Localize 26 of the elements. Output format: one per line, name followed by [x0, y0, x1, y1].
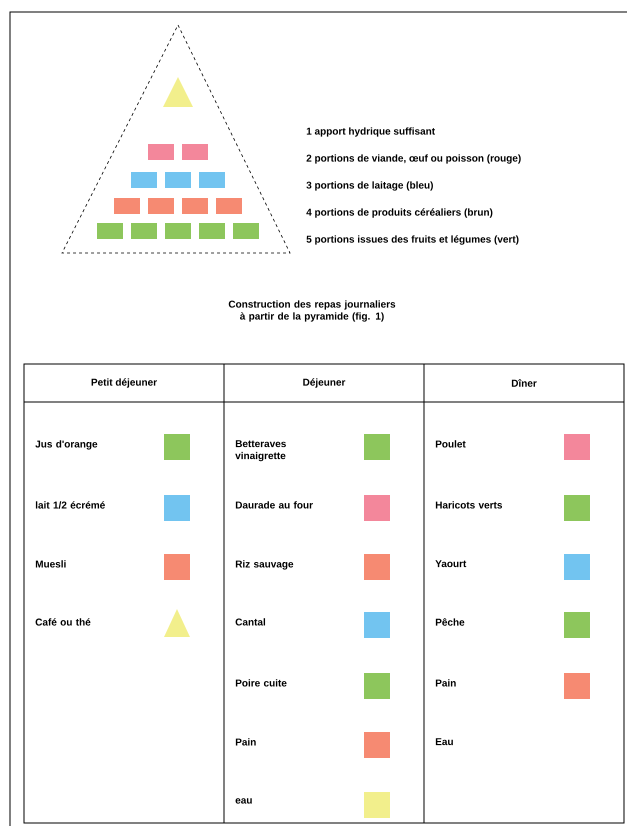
column-header: Déjeuner — [303, 378, 346, 388]
food-item: Pain — [236, 738, 256, 746]
food-item: Muesli — [36, 560, 66, 568]
food-item: Betteraves vinaigrette — [235, 440, 286, 462]
food-item: Café ou thé — [36, 618, 90, 626]
food-item: Riz sauvage — [236, 560, 294, 570]
legend-text: 4 portions de produits céréaliers (brun) — [306, 208, 492, 218]
food-item: Daurade au four — [236, 501, 313, 509]
food-item: Cantal — [236, 618, 266, 626]
food-item: Eau — [436, 738, 453, 746]
food-item: Poulet — [436, 440, 466, 448]
figure-caption: Construction des repas journaliers à partir de la pyramide (fig. 1) — [228, 300, 396, 322]
legend-text: 5 portions issues des fruits et légumes (vert) — [306, 235, 519, 245]
legend-text: 1 apport hydrique suffisant — [306, 127, 435, 137]
food-item: Pain — [436, 679, 456, 687]
food-item: lait 1/2 écrémé — [36, 501, 105, 509]
column-header: Dîner — [512, 379, 537, 387]
food-item: Jus d'orange — [35, 440, 98, 450]
legend-text: 2 portions de viande, œuf ou poisson (rouge) — [306, 154, 521, 164]
food-item: Pêche — [436, 618, 464, 626]
column-header: Petit déjeuner — [92, 378, 157, 388]
food-item: eau — [236, 798, 252, 804]
legend-text: 3 portions de laitage (bleu) — [306, 181, 433, 191]
food-item: Poire cuite — [236, 679, 287, 687]
food-item: Yaourt — [435, 560, 466, 568]
food-item: Haricots verts — [436, 501, 502, 509]
